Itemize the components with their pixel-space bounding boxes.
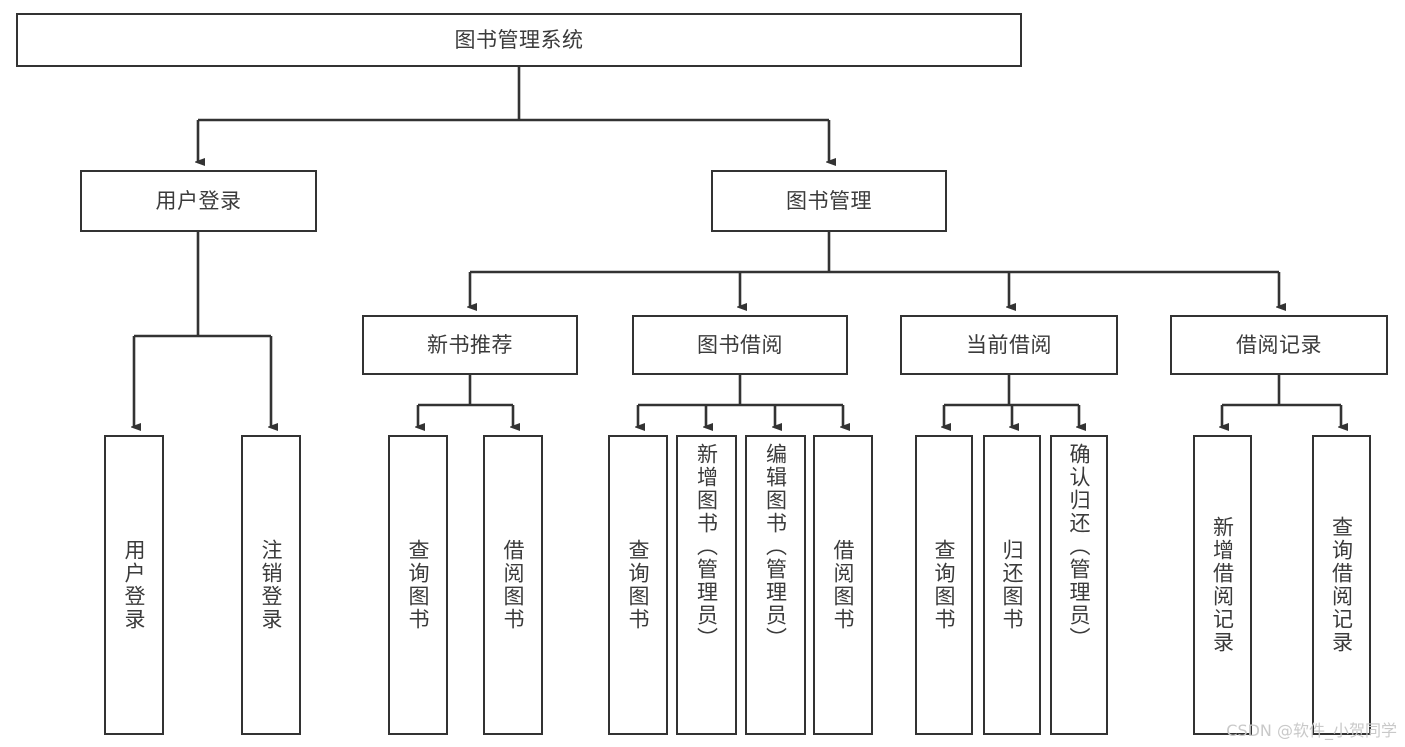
- leaf-borrow-book-recommend[interactable]: 借阅图书: [483, 435, 543, 735]
- node-label: 新书推荐: [427, 332, 513, 357]
- node-label: 当前借阅: [966, 332, 1052, 357]
- node-label: 新增借阅记录: [1210, 516, 1235, 654]
- node-user-login[interactable]: 用户登录: [80, 170, 317, 232]
- node-label: 查询图书: [626, 539, 651, 631]
- node-label: 借阅记录: [1236, 332, 1322, 357]
- leaf-query-book-recommend[interactable]: 查询图书: [388, 435, 448, 735]
- leaf-logout[interactable]: 注销登录: [241, 435, 301, 735]
- node-label: 编辑图书（管理员）: [763, 443, 788, 650]
- node-label: 查询图书: [406, 539, 431, 631]
- watermark-text: CSDN @软件_小贺同学: [1226, 721, 1397, 740]
- node-label: 借阅图书: [831, 539, 856, 631]
- leaf-borrow-book[interactable]: 借阅图书: [813, 435, 873, 735]
- node-label: 归还图书: [1000, 539, 1025, 631]
- node-label: 借阅图书: [501, 539, 526, 631]
- leaf-edit-book-admin[interactable]: 编辑图书（管理员）: [745, 435, 806, 735]
- node-label: 注销登录: [259, 539, 284, 631]
- node-label: 图书管理系统: [454, 27, 584, 52]
- node-label: 确认归还（管理员）: [1067, 443, 1092, 650]
- node-current-borrow[interactable]: 当前借阅: [900, 315, 1118, 375]
- node-label: 查询图书: [932, 539, 957, 631]
- leaf-user-login[interactable]: 用户登录: [104, 435, 164, 735]
- node-book-management[interactable]: 图书管理: [711, 170, 947, 232]
- leaf-query-borrow-record[interactable]: 查询借阅记录: [1312, 435, 1371, 735]
- node-new-book-recommend[interactable]: 新书推荐: [362, 315, 578, 375]
- node-label: 图书管理: [786, 188, 872, 213]
- leaf-query-book-borrow[interactable]: 查询图书: [608, 435, 668, 735]
- leaf-add-borrow-record[interactable]: 新增借阅记录: [1193, 435, 1252, 735]
- leaf-query-book-current[interactable]: 查询图书: [915, 435, 973, 735]
- node-book-borrow[interactable]: 图书借阅: [632, 315, 848, 375]
- node-label: 用户登录: [155, 188, 242, 213]
- node-label: 图书借阅: [697, 332, 783, 357]
- node-label: 用户登录: [122, 539, 147, 631]
- leaf-confirm-return-admin[interactable]: 确认归还（管理员）: [1050, 435, 1108, 735]
- node-label: 查询借阅记录: [1329, 516, 1354, 654]
- leaf-return-book[interactable]: 归还图书: [983, 435, 1041, 735]
- node-borrow-record[interactable]: 借阅记录: [1170, 315, 1388, 375]
- leaf-add-book-admin[interactable]: 新增图书（管理员）: [676, 435, 737, 735]
- node-label: 新增图书（管理员）: [694, 443, 719, 650]
- node-root-book-management-system[interactable]: 图书管理系统: [16, 13, 1022, 67]
